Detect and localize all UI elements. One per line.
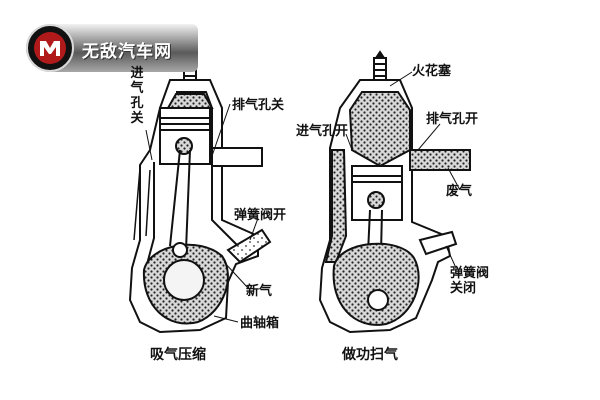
- right-engine: [318, 50, 471, 334]
- right-crankcase-charge: [332, 242, 420, 326]
- left-engine: [128, 50, 272, 334]
- left-reed-valve-intake: [226, 228, 272, 264]
- right-reed-valve: [418, 230, 458, 256]
- label-reed-valve-open: 弹簧阀开: [234, 208, 287, 223]
- left-combustion-chamber: [166, 93, 214, 109]
- label-intake-port-closed: 进气孔关: [130, 66, 144, 126]
- right-piston: [351, 165, 403, 221]
- label-reed-valve-closed: 弹簧阀关闭: [450, 266, 490, 296]
- left-exhaust-pipe: [211, 147, 263, 167]
- label-intake-port-open: 进气孔开: [296, 124, 349, 139]
- left-connecting-rod: [169, 149, 191, 251]
- caption-left-intake-compression: 吸气压缩: [150, 347, 206, 363]
- label-exhaust-gas: 废气: [446, 184, 473, 199]
- label-spark-plug: 火花塞: [412, 64, 452, 79]
- right-exhaust-pipe: [409, 149, 471, 171]
- label-exhaust-port-open: 排气孔开: [426, 112, 479, 127]
- left-piston: [159, 107, 211, 165]
- letter-m-logo-icon: [26, 24, 74, 72]
- logo-text: 无敌汽车网: [82, 42, 172, 62]
- left-leader-lines: [145, 103, 259, 323]
- right-leader-lines: [345, 71, 461, 269]
- label-fresh-charge: 新气: [246, 284, 273, 299]
- site-logo[interactable]: 无敌汽车网: [26, 24, 198, 72]
- label-crankcase: 曲轴箱: [240, 316, 280, 331]
- right-spark-plug-icon: [373, 50, 387, 81]
- right-combustion-chamber: [348, 91, 411, 168]
- label-exhaust-port-closed: 排气孔关: [232, 98, 285, 113]
- caption-right-power-scavenge: 做功扫气: [342, 347, 398, 363]
